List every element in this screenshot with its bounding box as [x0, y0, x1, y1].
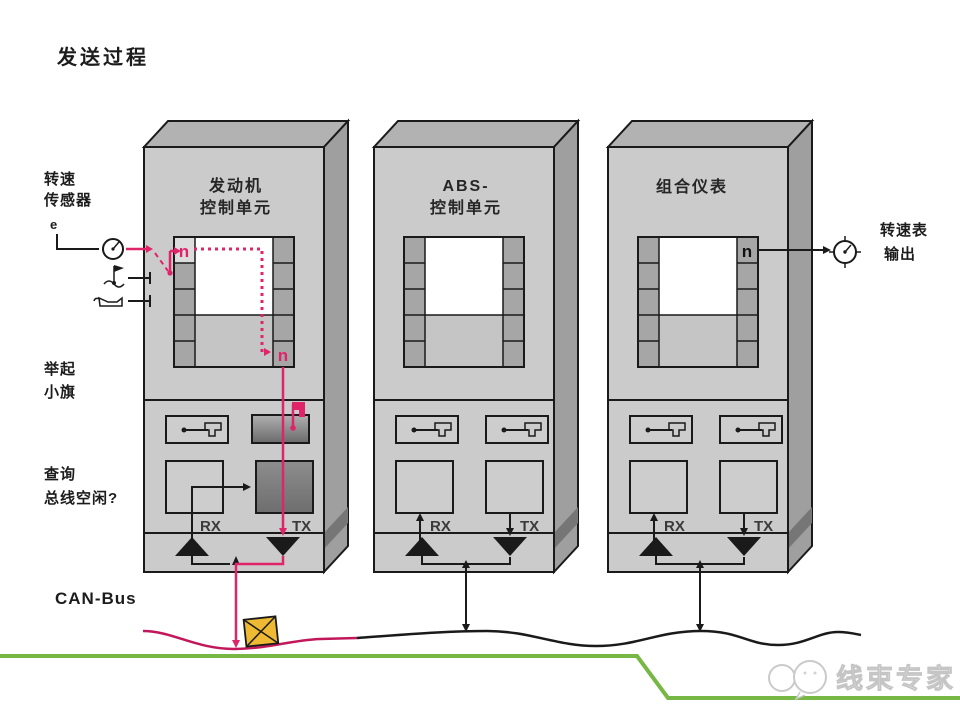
abs-ecu-rx-label: RX — [430, 518, 451, 535]
sensor-label-line2: 传感器 — [43, 191, 92, 209]
sensor-label-line1: 转速 — [44, 170, 76, 188]
engine-ecu-tx-label: TX — [292, 518, 311, 535]
engine-ecu-title-line1: 发动机 — [208, 176, 263, 195]
abs-ecu-title-line1: ABS- — [442, 178, 489, 195]
engine-ecu-side-stripe — [324, 507, 348, 549]
tx-down-triangle — [266, 537, 300, 556]
abs-ecu-top-face — [371, 120, 581, 148]
can-bus-wave-black — [356, 629, 862, 648]
engine-ecu-tx-block — [255, 460, 314, 514]
abs-ecu-side-face — [553, 118, 579, 575]
latch-icon — [181, 422, 222, 437]
cluster-rx-label: RX — [664, 518, 685, 535]
cluster-tx-block — [719, 460, 778, 514]
latch-icon — [735, 422, 776, 437]
tx-down-triangle — [493, 537, 527, 556]
abs-ecu-message-buffer — [403, 236, 525, 368]
cluster-rx-block — [629, 460, 688, 514]
query-note-line1: 查询 — [44, 465, 76, 483]
rx-up-triangle — [405, 537, 439, 556]
band-rx-path — [191, 556, 230, 565]
output-label-line1: 转速表 — [880, 221, 928, 239]
engine-ecu-gateway-slots — [165, 402, 310, 444]
oil-sensor-icon — [93, 295, 151, 307]
query-note-line2: 总线空闲? — [44, 489, 118, 507]
cluster-rx-arrow — [650, 513, 658, 541]
unit-abs-ecu: ABS- 控制单元 RX TX — [371, 118, 581, 632]
rx-up-triangle — [639, 537, 673, 556]
tachometer-gauge-icon — [829, 236, 861, 268]
cluster-tx-label: TX — [754, 518, 773, 535]
abs-ecu-gateway-slots — [395, 415, 549, 444]
engine-ecu-top-face — [141, 120, 351, 148]
tachometer-output-group: 转速表 输出 — [759, 221, 928, 268]
message-envelope-icon — [242, 615, 280, 648]
speed-sensor-gauge-icon — [102, 238, 124, 260]
engine-ecu-title-line2: 控制单元 — [200, 198, 272, 217]
page-title: 发送过程 — [56, 45, 149, 69]
abs-ecu-tx-block — [485, 460, 544, 514]
sensor-signal-arrow — [126, 245, 181, 276]
abs-ecu-bus-drop — [462, 560, 470, 632]
speed-sensor-group: 转速 传感器 e — [43, 170, 181, 307]
abs-ecu-tx-arrow — [506, 513, 514, 536]
cluster-flag-n: n — [742, 242, 752, 261]
engine-ecu-message-buffer — [173, 236, 295, 368]
abs-ecu-rx-arrow — [416, 513, 424, 541]
dotted-message-route — [194, 247, 264, 354]
engine-ecu-send-path — [194, 247, 287, 648]
latch-icon — [411, 422, 452, 437]
flagged-message-box — [251, 414, 310, 444]
sensor-lead-line — [56, 234, 99, 250]
sensor-sub-label: e — [50, 217, 57, 232]
can-bus-wave-pink — [142, 629, 358, 651]
abs-ecu-tx-label: TX — [520, 518, 539, 535]
watermark: 线束专家 — [768, 660, 956, 701]
abs-ecu-rx-block — [395, 460, 454, 514]
output-label-line2: 输出 — [884, 245, 916, 263]
cluster-tx-arrow — [740, 513, 748, 536]
tx-down-triangle — [727, 537, 761, 556]
abs-ecu-title-line2: 控制单元 — [430, 198, 502, 217]
engine-ecu-flag-n-out: n — [278, 346, 288, 365]
green-baseline — [0, 654, 960, 700]
cluster-message-buffer — [637, 236, 759, 368]
engine-ecu-flag-n-in: n — [179, 242, 189, 261]
cluster-title: 组合仪表 — [656, 177, 728, 196]
engine-ecu-rx-label: RX — [200, 518, 221, 535]
flag-note-line2: 小旗 — [44, 383, 76, 401]
latch-icon — [645, 422, 686, 437]
latch-icon — [501, 422, 542, 437]
cluster-top-face — [605, 120, 815, 148]
flag-note-line1: 举起 — [43, 360, 76, 378]
unit-instrument-cluster: 组合仪表 n RX TX — [605, 118, 815, 632]
raised-flag-icon — [290, 402, 305, 431]
coolant-flag-sensor-icon — [103, 265, 151, 288]
cluster-bus-drop — [696, 560, 704, 632]
cluster-side-stripe — [788, 507, 812, 549]
can-bus-label: CAN-Bus — [55, 589, 137, 608]
engine-ecu-side-face — [323, 118, 349, 575]
watermark-logo-icon — [768, 660, 827, 701]
unit-engine-ecu: 发动机 控制单元 RX TX — [141, 118, 351, 648]
bus-idle-query-arrow — [191, 483, 251, 538]
watermark-text: 线束专家 — [836, 663, 956, 694]
cluster-side-face — [787, 118, 813, 575]
rx-up-triangle — [175, 537, 209, 556]
abs-ecu-side-stripe — [554, 507, 578, 549]
cluster-gateway-slots — [629, 415, 783, 444]
cluster-output-arrow — [759, 246, 831, 254]
